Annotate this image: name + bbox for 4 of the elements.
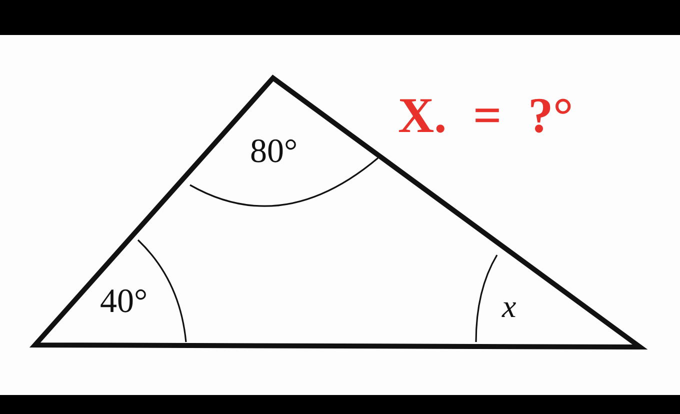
angle-label: 40° xyxy=(100,285,148,319)
question-text: X. = ?° xyxy=(398,90,574,140)
angle-label: 80° xyxy=(250,135,298,169)
angle-label: x xyxy=(502,290,516,322)
